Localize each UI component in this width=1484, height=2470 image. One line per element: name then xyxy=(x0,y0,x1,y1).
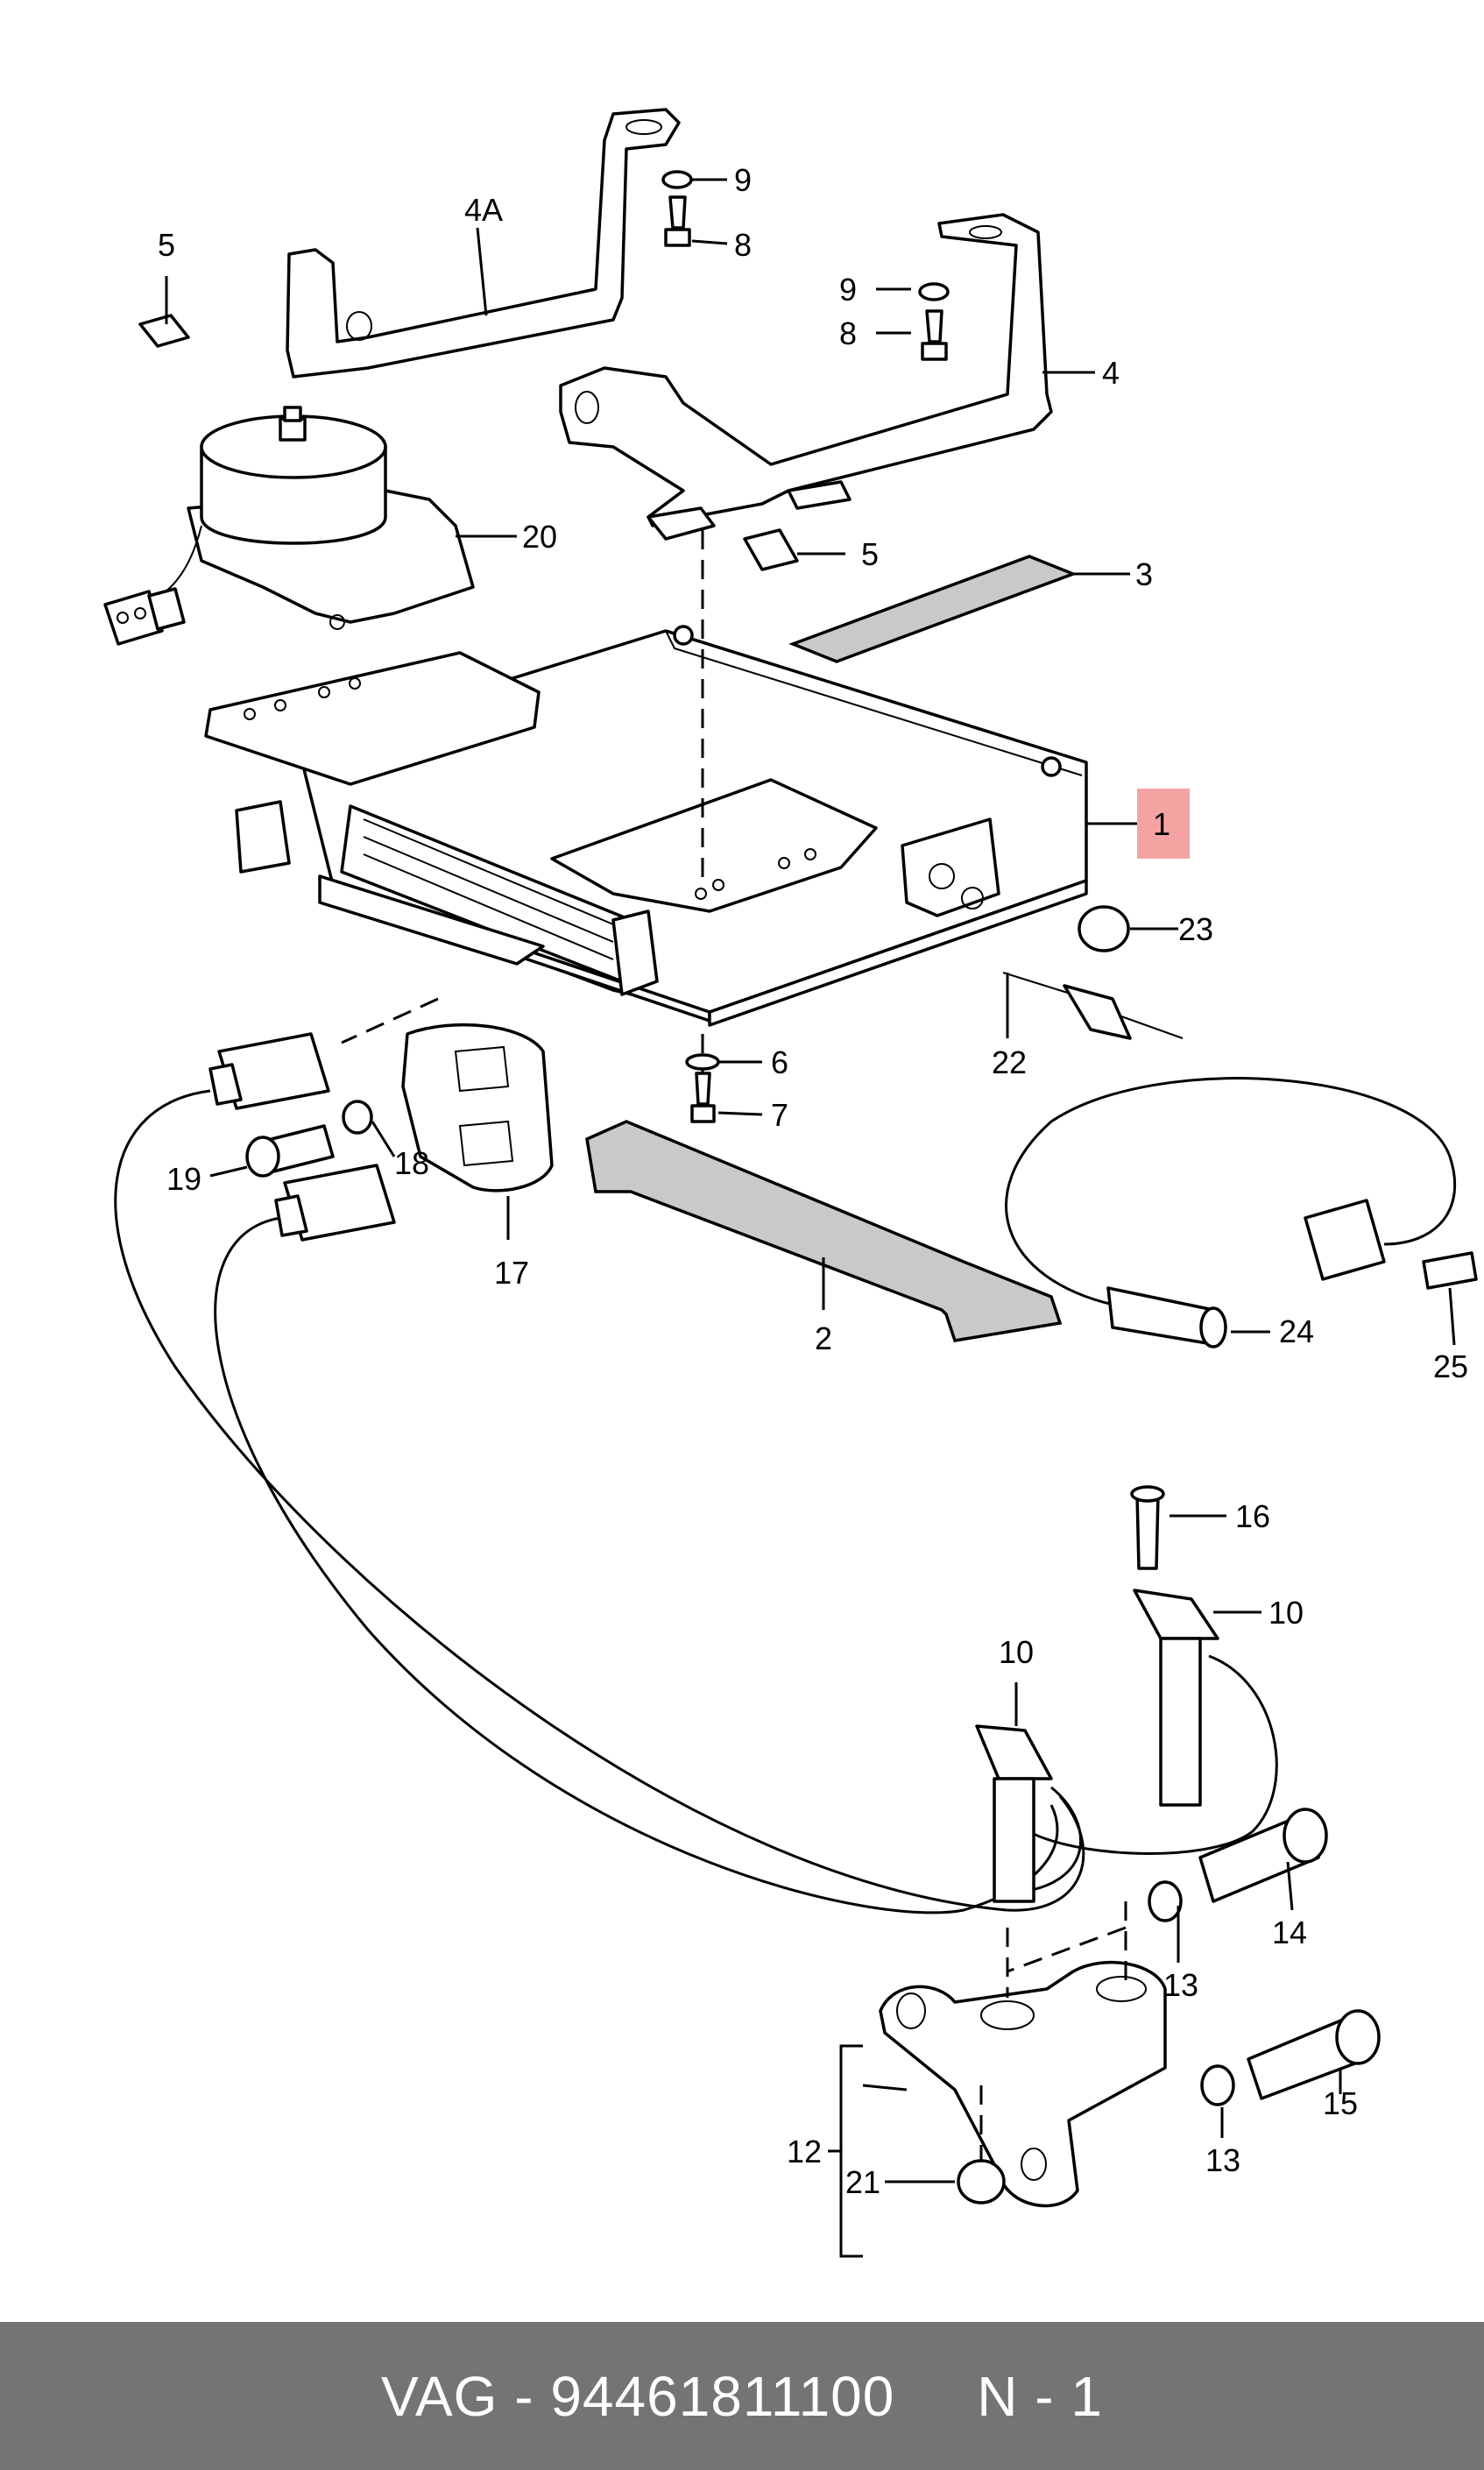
callout-18: 18 xyxy=(394,1145,429,1181)
callout-13b: 13 xyxy=(1205,2142,1240,2178)
foam-2 xyxy=(585,1120,1063,1342)
callout-9: 9 xyxy=(734,162,752,198)
sensor-22 xyxy=(1002,972,1184,1040)
bracket-4 xyxy=(559,213,1053,541)
washer-18 xyxy=(342,1100,373,1135)
harness xyxy=(114,1032,1278,1914)
callout-16: 16 xyxy=(1235,1498,1270,1534)
callout-10: 10 xyxy=(1268,1595,1304,1631)
callout-1: 1 xyxy=(1153,806,1170,842)
callout-10b: 10 xyxy=(999,1634,1034,1670)
callout-5: 5 xyxy=(158,227,175,263)
sensor-24 xyxy=(1005,1077,1478,1348)
callout-13: 13 xyxy=(1163,1967,1198,2003)
fan-motor xyxy=(103,406,475,646)
relay-bracket-17 xyxy=(401,1023,554,1193)
sensor-assembly xyxy=(975,1485,1381,2106)
bracket-12 xyxy=(879,1960,1167,2208)
callout-9b: 9 xyxy=(839,272,857,308)
cap-23 xyxy=(1078,905,1130,952)
parts-diagram: 9 8 4A 5 9 8 4 20 5 3 1 23 22 6 7 19 18 … xyxy=(103,108,1478,2258)
bracket-4a xyxy=(286,108,681,379)
control-unit xyxy=(204,625,1088,1027)
callout-labels: 9 8 4A 5 9 8 4 20 5 3 1 23 22 6 7 19 18 … xyxy=(158,162,1468,2200)
callout-8b: 8 xyxy=(839,315,857,351)
callout-8: 8 xyxy=(734,227,752,263)
part-number-footer: VAG - 94461811100 N - 1 xyxy=(0,2322,1484,2470)
callout-17: 17 xyxy=(494,1255,529,1291)
callout-14: 14 xyxy=(1272,1914,1307,1950)
part-number-text: VAG - 94461811100 N - 1 xyxy=(381,2364,1103,2428)
callout-4a: 4A xyxy=(464,192,503,228)
callout-23: 23 xyxy=(1178,911,1213,947)
callout-22: 22 xyxy=(992,1044,1027,1080)
callout-25: 25 xyxy=(1433,1348,1468,1384)
callout-7: 7 xyxy=(771,1097,788,1133)
callout-12: 12 xyxy=(787,2134,822,2169)
fasteners xyxy=(138,170,950,1123)
leader-lines xyxy=(165,178,1456,2258)
callout-24: 24 xyxy=(1279,1313,1314,1349)
foam-strip-3 xyxy=(788,555,1078,663)
callout-6: 6 xyxy=(771,1044,788,1080)
callout-21: 21 xyxy=(845,2164,880,2200)
callout-5b: 5 xyxy=(861,536,879,572)
callout-15: 15 xyxy=(1323,2085,1358,2121)
callout-3: 3 xyxy=(1135,556,1153,592)
callout-2: 2 xyxy=(815,1320,832,1356)
bolt-19 xyxy=(245,1124,335,1178)
callout-20: 20 xyxy=(522,519,557,555)
callout-19: 19 xyxy=(166,1161,201,1197)
callout-4: 4 xyxy=(1102,355,1120,391)
bush-21 xyxy=(957,2159,1006,2205)
highlight-box xyxy=(1137,789,1190,859)
